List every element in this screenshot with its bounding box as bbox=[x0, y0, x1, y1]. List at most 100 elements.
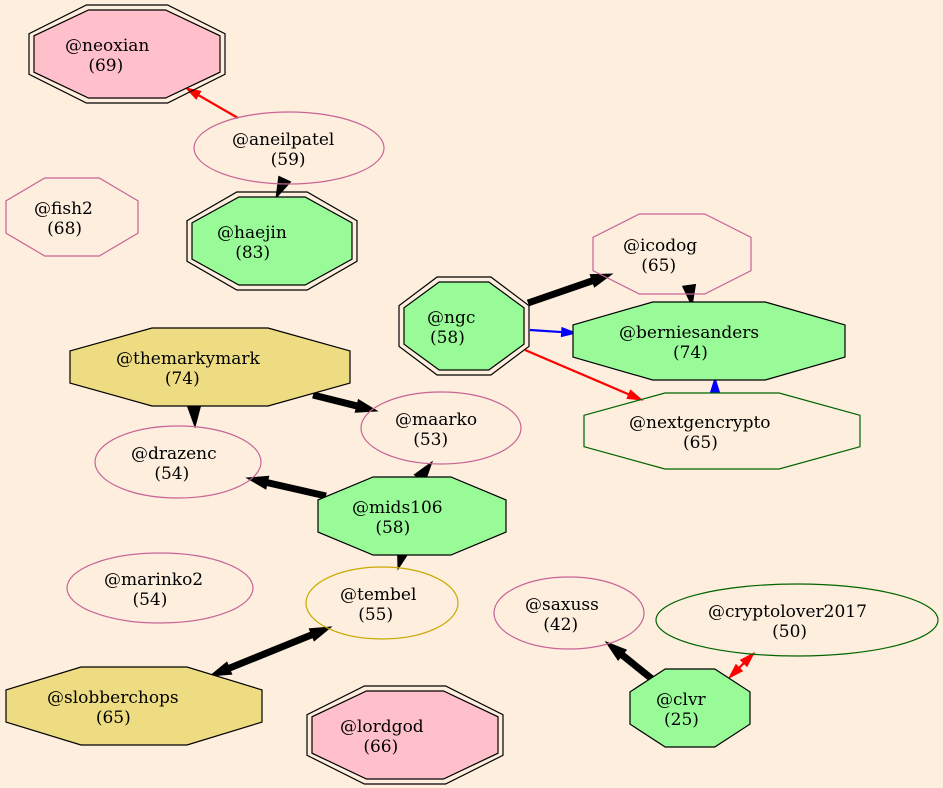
node-score-label: (65) bbox=[96, 708, 131, 728]
node-shape-octagon bbox=[5, 177, 139, 257]
node-name-label: @saxuss bbox=[525, 595, 599, 615]
node-shape-ellipse bbox=[360, 391, 522, 465]
node-saxuss[interactable]: @saxuss(42) bbox=[493, 576, 645, 650]
edge-themarkymark-to-drazenc bbox=[186, 404, 202, 429]
edge-line bbox=[266, 479, 327, 500]
node-name-label: @slobberchops bbox=[47, 688, 179, 708]
edge-themarkymark-to-maarko bbox=[312, 391, 379, 413]
arrowhead-to-slobberchops bbox=[208, 661, 233, 677]
node-ngc[interactable]: @ngc(58) bbox=[398, 276, 530, 376]
edge-ngc-to-berniesanders bbox=[529, 326, 578, 338]
node-themarkymark[interactable]: @themarkymark(74) bbox=[69, 327, 351, 407]
edge-clvr-to-saxuss bbox=[604, 640, 655, 682]
node-tembel[interactable]: @tembel(55) bbox=[305, 566, 459, 640]
edge-line bbox=[312, 391, 358, 410]
node-mids106[interactable]: @mids106(58) bbox=[317, 476, 507, 556]
node-score-label: (55) bbox=[358, 605, 393, 625]
node-berniesanders[interactable]: @berniesanders(74) bbox=[572, 301, 846, 381]
node-score-label: (74) bbox=[165, 369, 200, 389]
node-score-label: (25) bbox=[664, 710, 699, 730]
node-score-label: (69) bbox=[88, 56, 123, 76]
node-shape-outer-octagon bbox=[186, 191, 358, 291]
node-score-label: (68) bbox=[47, 219, 82, 239]
node-name-label: @lordgod bbox=[340, 717, 424, 737]
arrowhead-to-drazenc bbox=[245, 475, 270, 490]
node-name-label: @drazenc bbox=[131, 444, 217, 464]
node-cryptolover2017[interactable]: @cryptolover2017(50) bbox=[655, 583, 939, 657]
node-clvr[interactable]: @clvr(25) bbox=[629, 668, 751, 748]
edge-clvr-to-cryptolover2017 bbox=[727, 651, 756, 680]
node-shape-inner-octagon bbox=[311, 690, 499, 780]
edge-line bbox=[738, 662, 745, 669]
node-nextgencrypto[interactable]: @nextgencrypto(65) bbox=[583, 392, 861, 470]
node-shape-octagon bbox=[592, 213, 752, 295]
node-score-label: (54) bbox=[154, 464, 189, 484]
node-name-label: @nextgencrypto bbox=[629, 413, 771, 433]
node-shape-octagon bbox=[317, 476, 507, 556]
node-shape-inner-octagon bbox=[191, 196, 353, 286]
node-aneilpatel[interactable]: @aneilpatel(59) bbox=[193, 111, 385, 185]
node-score-label: (83) bbox=[235, 243, 270, 263]
node-lordgod[interactable]: @lordgod(66) bbox=[306, 685, 504, 785]
node-shape-octagon bbox=[572, 301, 846, 381]
edge-line bbox=[620, 652, 655, 682]
arrowhead-to-icodog bbox=[589, 273, 614, 288]
arrowhead-to-drazenc bbox=[186, 405, 202, 429]
node-score-label: (53) bbox=[413, 430, 448, 450]
node-shape-ellipse bbox=[305, 566, 459, 640]
edge-icodog-to-berniesanders bbox=[681, 283, 697, 308]
node-shape-octagon bbox=[69, 327, 351, 407]
edge-line bbox=[197, 94, 239, 119]
edge-ngc-to-icodog bbox=[526, 273, 614, 307]
node-shape-outer-octagon bbox=[306, 685, 504, 785]
node-score-label: (42) bbox=[543, 615, 578, 635]
node-slobberchops[interactable]: @slobberchops(65) bbox=[5, 666, 263, 746]
node-marinko2[interactable]: @marinko2(54) bbox=[66, 552, 254, 624]
edge-ngc-to-nextgencrypto bbox=[524, 348, 644, 401]
node-name-label: @fish2 bbox=[34, 199, 93, 219]
node-name-label: @neoxian bbox=[65, 36, 149, 56]
node-name-label: @icodog bbox=[623, 236, 697, 256]
node-shape-outer-octagon bbox=[28, 4, 226, 104]
arrowhead-to-maarko bbox=[354, 398, 379, 413]
edge-line bbox=[227, 631, 314, 672]
node-name-label: @themarkymark bbox=[116, 349, 261, 369]
node-shape-ellipse bbox=[655, 583, 939, 657]
node-shape-inner-octagon bbox=[33, 9, 221, 99]
node-name-label: @cryptolover2017 bbox=[708, 602, 867, 622]
node-shape-octagon bbox=[629, 668, 751, 748]
node-score-label: (50) bbox=[772, 622, 807, 642]
node-name-label: @maarko bbox=[395, 410, 477, 430]
node-score-label: (59) bbox=[271, 150, 306, 170]
node-score-label: (65) bbox=[683, 433, 718, 453]
node-shape-ellipse bbox=[493, 576, 645, 650]
node-score-label: (58) bbox=[375, 518, 410, 538]
node-name-label: @mids106 bbox=[352, 498, 443, 518]
node-shape-ellipse bbox=[193, 111, 385, 185]
node-name-label: @aneilpatel bbox=[232, 130, 334, 150]
edge-line bbox=[526, 277, 594, 307]
arrowhead-to-nextgencrypto bbox=[626, 389, 644, 401]
node-shape-ellipse bbox=[94, 425, 262, 499]
edge-aneilpatel-to-neoxian bbox=[184, 87, 239, 119]
node-drazenc[interactable]: @drazenc(54) bbox=[94, 425, 262, 499]
node-name-label: @clvr bbox=[656, 690, 707, 710]
node-maarko[interactable]: @maarko(53) bbox=[360, 391, 522, 465]
node-name-label: @ngc bbox=[427, 308, 475, 328]
node-name-label: @haejin bbox=[217, 223, 287, 243]
node-shape-ellipse bbox=[66, 552, 254, 624]
edge-slobberchops-to-tembel bbox=[208, 626, 333, 677]
node-neoxian[interactable]: @neoxian(69) bbox=[28, 4, 226, 104]
edge-aneilpatel-to-haejin bbox=[275, 175, 292, 200]
node-score-label: (74) bbox=[673, 343, 708, 363]
node-icodog[interactable]: @icodog(65) bbox=[592, 213, 752, 295]
node-haejin[interactable]: @haejin(83) bbox=[186, 191, 358, 291]
node-fish2[interactable]: @fish2(68) bbox=[5, 177, 139, 257]
node-score-label: (66) bbox=[363, 737, 398, 757]
node-layer: @neoxian(69)@aneilpatel(59)@fish2(68)@ha… bbox=[5, 4, 939, 785]
node-score-label: (54) bbox=[132, 590, 167, 610]
node-score-label: (65) bbox=[641, 256, 676, 276]
node-shape-inner-octagon bbox=[403, 281, 525, 371]
edge-line bbox=[524, 348, 630, 396]
